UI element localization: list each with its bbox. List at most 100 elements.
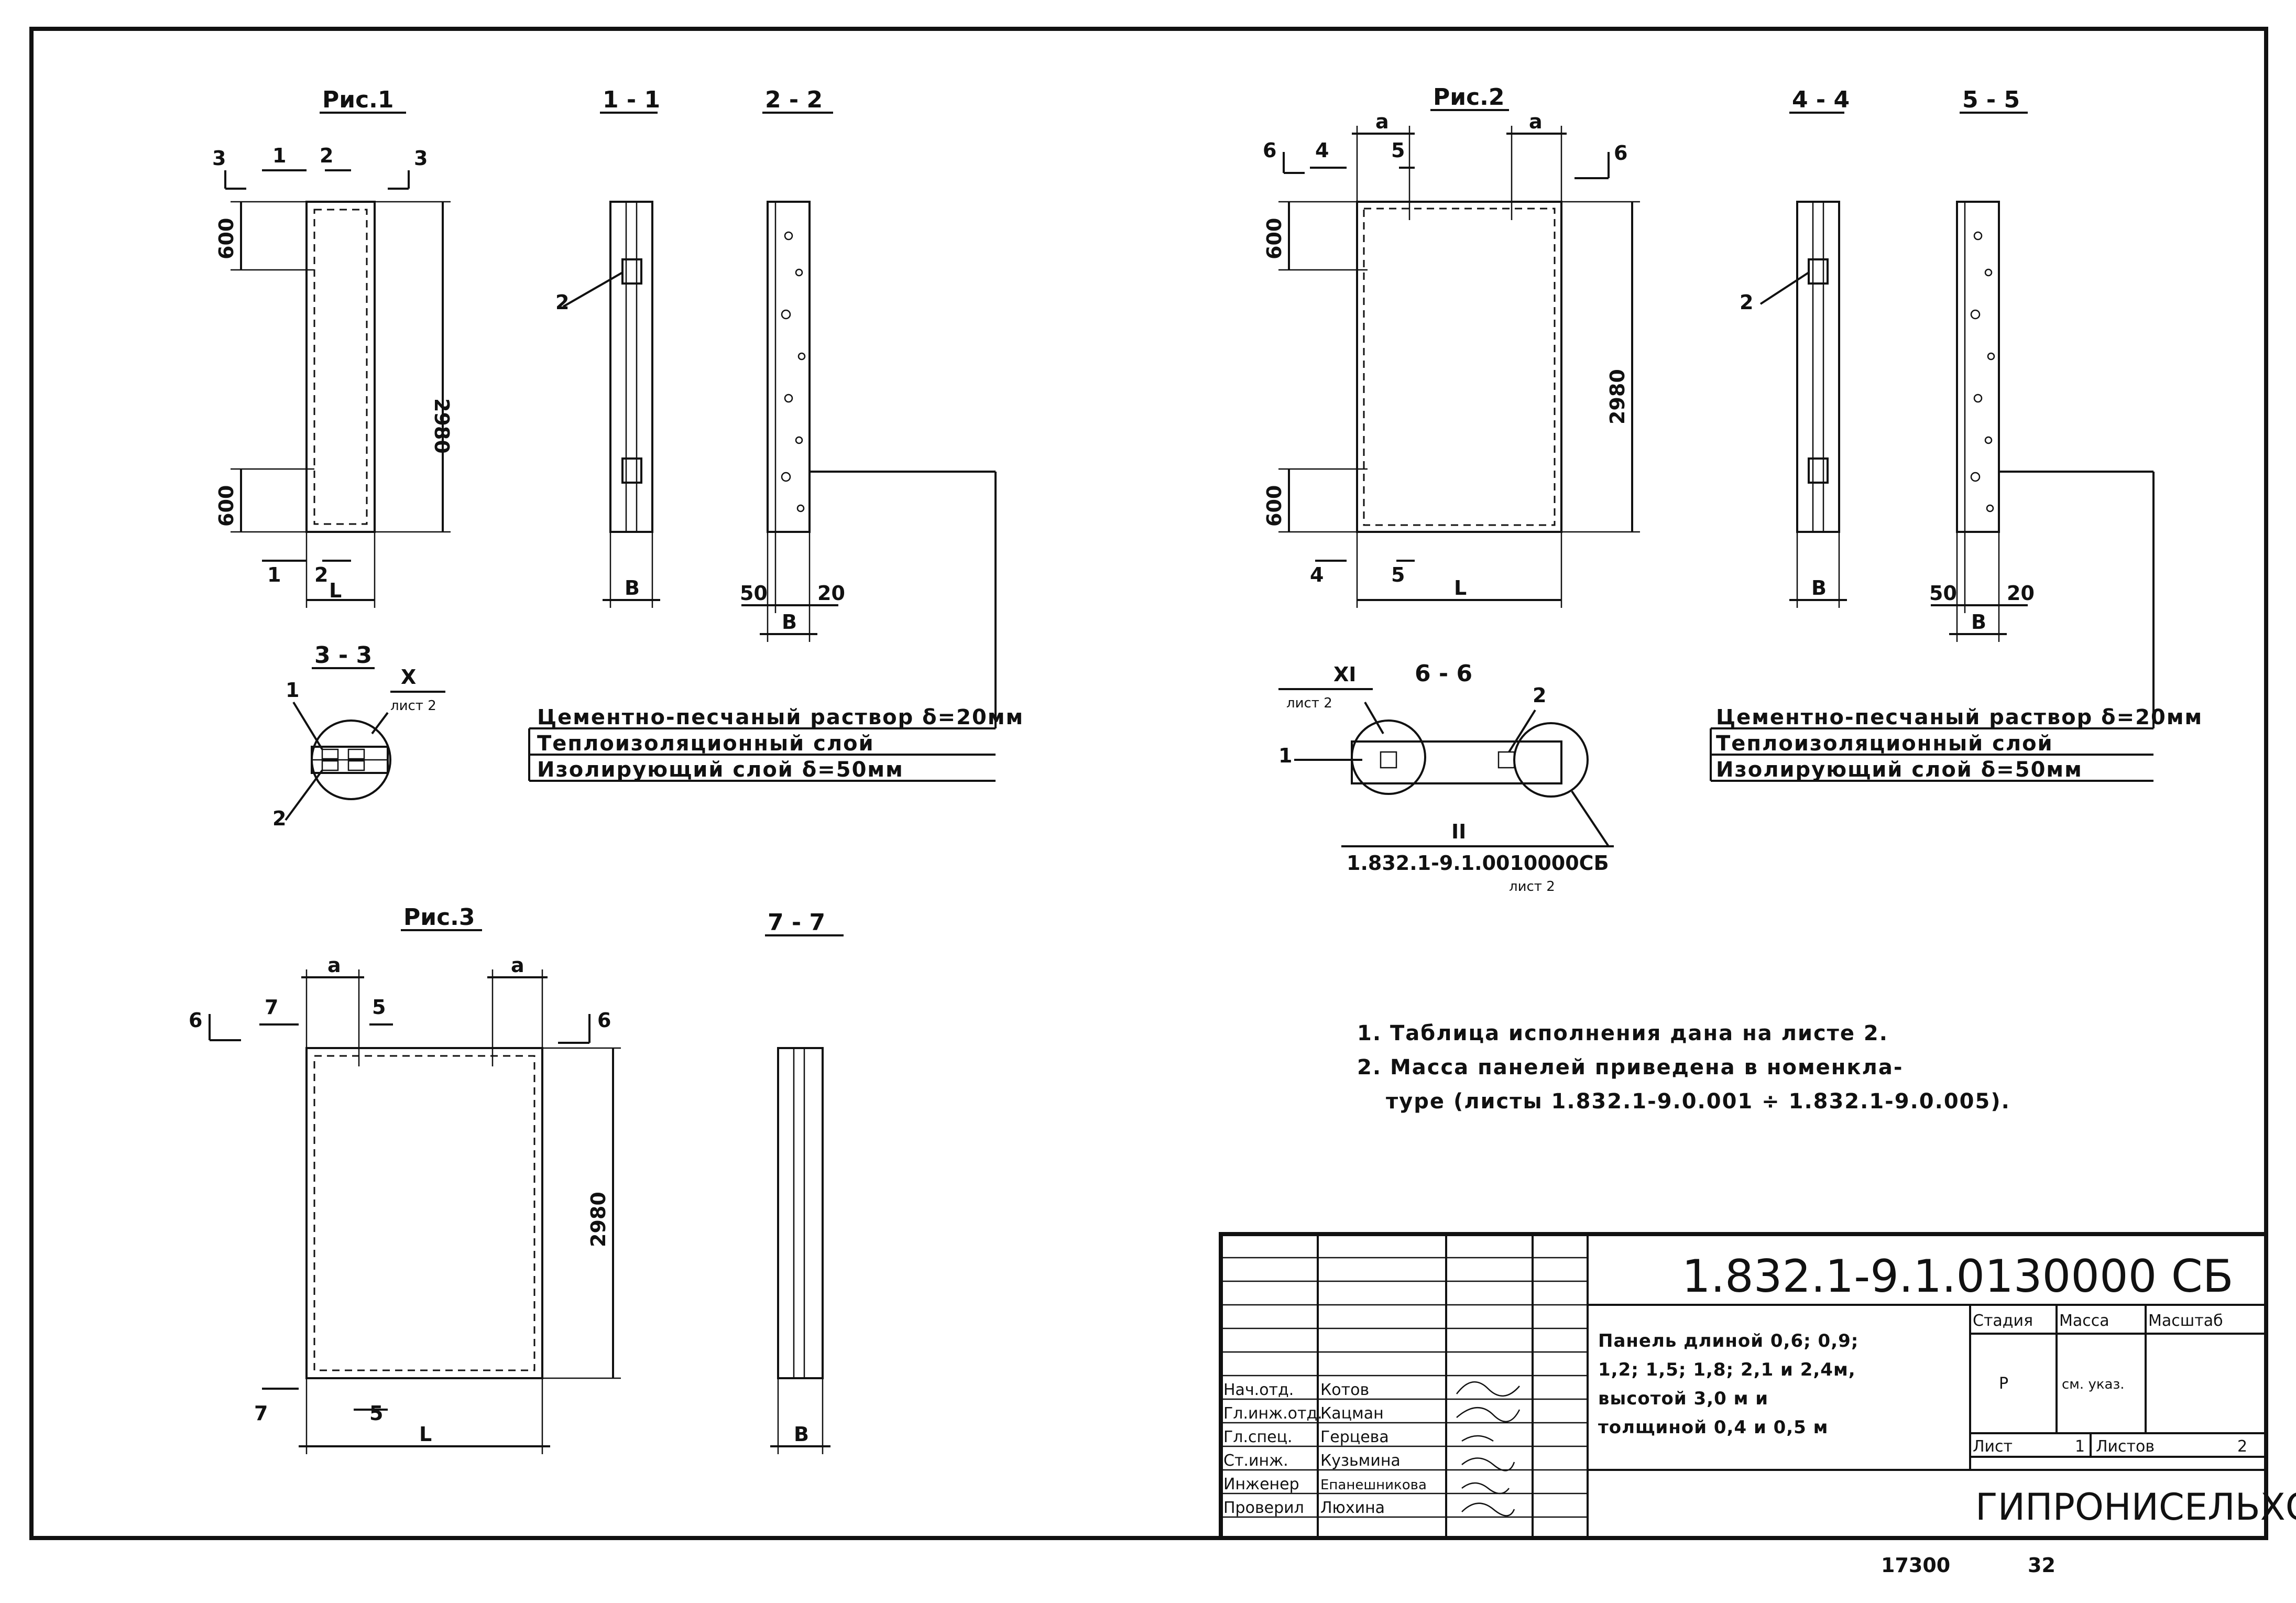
svg-text:Гл.спец.: Гл.спец. — [1223, 1428, 1293, 1446]
figure-3: Рис.3 a a 2980 L 6 7 5 6 7 5 — [189, 904, 621, 1454]
svg-text:Проверил: Проверил — [1223, 1499, 1304, 1517]
fig1-top-dim: 600 — [215, 218, 238, 259]
svg-text:толщиной 0,4 и 0,5 м: толщиной 0,4 и 0,5 м — [1598, 1417, 1828, 1438]
fig2-bottom-dim: 600 — [1263, 485, 1286, 527]
s66-node: XI — [1333, 663, 1356, 686]
svg-text:6: 6 — [597, 1009, 611, 1032]
svg-text:Ст.инж.: Ст.инж. — [1223, 1452, 1288, 1470]
svg-text:6: 6 — [1263, 139, 1276, 162]
svg-text:Нач.отд.: Нач.отд. — [1223, 1381, 1294, 1399]
layer-2-left: Теплоизоляционный слой — [537, 732, 874, 756]
svg-text:3: 3 — [414, 147, 428, 170]
svg-text:Р: Р — [1999, 1375, 2008, 1393]
section-2-2: 2 - 2 50 20 B — [740, 86, 997, 728]
s66-ref: 1.832.1-9.1.0010000СБ — [1347, 852, 1609, 875]
fig2-width: L — [1454, 576, 1467, 599]
fig3-height: 2980 — [587, 1192, 610, 1247]
svg-text:Кацман: Кацман — [1320, 1404, 1384, 1423]
s22-title: 2 - 2 — [765, 86, 823, 113]
fig3-width: L — [419, 1423, 432, 1446]
s11-callout: 2 — [555, 291, 569, 314]
s66-c2: 2 — [1533, 684, 1546, 707]
svg-text:7: 7 — [265, 996, 278, 1019]
svg-text:Епанешникова: Епанешникова — [1320, 1477, 1427, 1493]
title-block: Нач.отд. Котов Гл.инж.отд. Кацман Гл.спе… — [1219, 1232, 2296, 1540]
s33-c1: 1 — [286, 679, 299, 702]
fig1-panel — [305, 201, 376, 533]
note-1: 1. Таблица исполнения дана на листе 2. — [1357, 1021, 1888, 1045]
svg-text:Котов: Котов — [1320, 1381, 1369, 1399]
s66-ref-sheet: лист 2 — [1509, 879, 1555, 895]
svg-text:Листов: Листов — [2096, 1437, 2155, 1456]
svg-text:Стадия: Стадия — [1973, 1312, 2033, 1330]
svg-text:2: 2 — [320, 144, 333, 167]
section-7-7: 7 - 7 B — [765, 909, 844, 1454]
s55-title: 5 - 5 — [1962, 86, 2020, 113]
svg-text:2: 2 — [2237, 1437, 2247, 1456]
fig3-a-left: a — [327, 954, 341, 977]
svg-text:Лист: Лист — [1973, 1437, 2013, 1456]
s55-width: B — [1971, 610, 1986, 634]
svg-text:Масштаб: Масштаб — [2148, 1312, 2223, 1330]
svg-text:5: 5 — [372, 996, 386, 1019]
s77-title: 7 - 7 — [768, 909, 825, 936]
s77-width: B — [794, 1423, 809, 1446]
s11-title: 1 - 1 — [603, 86, 660, 113]
svg-text:1: 1 — [267, 563, 281, 586]
s22-right-dim: 20 — [817, 582, 845, 605]
s66-sheet: лист 2 — [1286, 695, 1332, 711]
s11-width: B — [625, 576, 640, 599]
s33-sheet: лист 2 — [390, 698, 436, 714]
s66-title: 6 - 6 — [1415, 660, 1472, 687]
layer-3-left: Изолирующий слой δ=50мм — [537, 758, 904, 782]
section-6-6: 6 - 6 XI лист 2 1 2 II 1.832.1-9.1.00100… — [1278, 660, 1614, 895]
svg-text:Кузьмина: Кузьмина — [1320, 1452, 1401, 1470]
layer-table-left: Цементно-песчаный раствор δ=20мм Теплоиз… — [528, 705, 1024, 782]
layer-table-right: Цементно-песчаный раствор δ=20мм Теплоиз… — [1710, 705, 2203, 782]
svg-text:7: 7 — [254, 1402, 268, 1425]
svg-text:5: 5 — [369, 1402, 383, 1425]
layer-1-right: Цементно-песчаный раствор δ=20мм — [1716, 705, 2203, 729]
figure-2: Рис.2 a a 2980 600 600 L 6 4 — [1263, 84, 1640, 608]
s22-left-dim: 50 — [740, 582, 768, 605]
s44-title: 4 - 4 — [1792, 86, 1850, 113]
layer-1-left: Цементно-песчаный раствор δ=20мм — [537, 705, 1024, 729]
svg-text:1,2; 1,5; 1,8; 2,1 и 2,4м,: 1,2; 1,5; 1,8; 2,1 и 2,4м, — [1598, 1359, 1856, 1380]
s22-width: B — [782, 610, 797, 634]
svg-text:Панель длиной 0,6; 0,9;: Панель длиной 0,6; 0,9; — [1598, 1331, 1858, 1351]
svg-text:5: 5 — [1391, 563, 1405, 586]
svg-text:6: 6 — [189, 1009, 202, 1032]
fig2-a-left: a — [1375, 110, 1389, 133]
fig1-bottom-dim: 600 — [215, 485, 238, 527]
svg-text:6: 6 — [1614, 141, 1627, 165]
fig2-top-dim: 600 — [1263, 218, 1286, 259]
layer-3-right: Изолирующий слой δ=50мм — [1716, 758, 2083, 782]
fig3-title: Рис.3 — [403, 904, 475, 931]
s33-node: X — [401, 666, 416, 689]
svg-text:см. указ.: см. указ. — [2062, 1377, 2125, 1392]
sheet-frame — [29, 27, 2268, 1540]
svg-text:4: 4 — [1315, 139, 1329, 162]
fig1-title: Рис.1 — [322, 86, 394, 113]
s66-node2: II — [1451, 820, 1466, 843]
notes: 1. Таблица исполнения дана на листе 2. 2… — [1357, 1021, 2009, 1114]
fig2-height: 2980 — [1606, 369, 1629, 424]
svg-text:Масса: Масса — [2059, 1312, 2109, 1330]
s66-c1: 1 — [1278, 744, 1292, 767]
organization: ГИПРОНИСЕЛЬХОЗ — [1975, 1486, 2296, 1529]
fig3-panel — [305, 1047, 543, 1379]
fig2-a-right: a — [1529, 110, 1543, 133]
svg-text:Гл.инж.отд.: Гл.инж.отд. — [1223, 1404, 1322, 1423]
fig1-width: L — [329, 579, 342, 602]
fig2-panel — [1356, 201, 1562, 533]
section-3-3: 3 - 3 1 2 X лист 2 — [272, 642, 445, 830]
svg-text:3: 3 — [212, 147, 226, 170]
svg-text:Инженер: Инженер — [1223, 1475, 1299, 1493]
svg-text:5: 5 — [1391, 139, 1405, 162]
footer-right: 32 — [2028, 1554, 2056, 1577]
s33-c2: 2 — [272, 807, 286, 830]
svg-text:Люхина: Люхина — [1320, 1499, 1385, 1517]
svg-text:Герцева: Герцева — [1320, 1428, 1389, 1446]
signatures — [1456, 1381, 1521, 1517]
